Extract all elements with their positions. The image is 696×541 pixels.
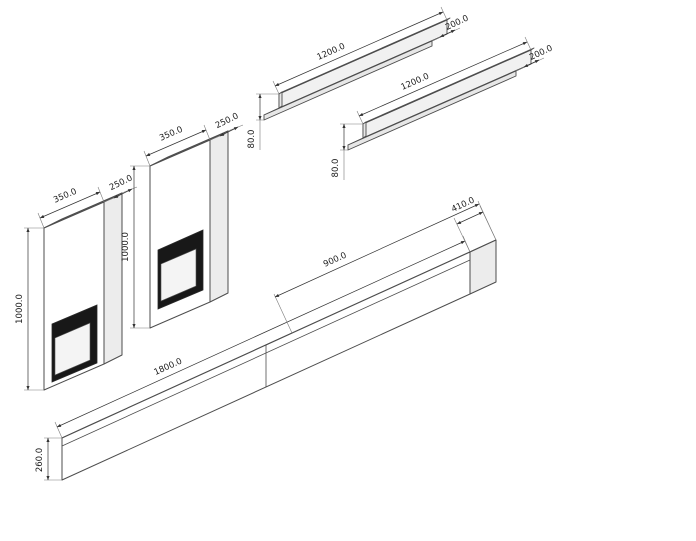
dimension-line-section	[274, 203, 480, 298]
extension-lines-depth	[453, 205, 497, 253]
dim-shelf-lower-length: 1200.0	[400, 72, 431, 93]
dim-tv-stand-section: 900.0	[322, 251, 348, 270]
dimension-line-width	[39, 191, 101, 219]
dim-shelf-lower-depth: 200.0	[528, 44, 554, 63]
extension-lines-height	[256, 93, 279, 150]
extension-lines-width	[37, 186, 105, 229]
cabinet-left-side-face	[103, 192, 123, 365]
extension-lines-height	[340, 123, 363, 180]
extension-lines-height	[24, 227, 44, 391]
dim-cabinet-left-height: 1000.0	[15, 294, 25, 324]
shelf-lower-board-edge	[347, 70, 517, 151]
dimension-line-depth	[439, 29, 456, 38]
cabinet-right-side-face	[209, 130, 229, 303]
dim-shelf-upper-depth: 200.0	[444, 14, 470, 33]
dim-tv-stand-depth: 410.0	[450, 196, 476, 215]
extension-lines-length	[272, 6, 448, 95]
cabinet-right: 1000.0 350.0 250.0	[121, 111, 244, 329]
tv-stand: 1800.0 900.0 410.0 260.0	[35, 196, 497, 481]
tv-stand-side-face	[469, 239, 497, 295]
dimension-line-width	[145, 129, 207, 157]
dim-shelf-lower-height: 80.0	[331, 159, 341, 178]
dim-tv-stand-length: 1800.0	[153, 356, 184, 377]
shelf-upper-back-panel	[278, 19, 448, 109]
extension-lines-height	[130, 165, 150, 329]
dimension-line-depth	[523, 59, 540, 68]
shelf-lower: 1200.0 200.0 80.0	[331, 36, 554, 180]
extension-lines-height	[44, 437, 62, 481]
dim-shelf-upper-height: 80.0	[247, 130, 257, 149]
shelf-upper: 1200.0 200.0 80.0	[247, 6, 470, 150]
dimension-line-length	[358, 41, 528, 117]
shelf-lower-end-cap	[362, 121, 367, 139]
dimension-line-depth	[219, 126, 239, 137]
shelf-upper-end-cap	[278, 91, 283, 109]
cabinet-left: 1000.0 350.0 250.0	[15, 173, 138, 391]
dim-cabinet-right-height: 1000.0	[121, 232, 131, 262]
extension-lines-length	[356, 36, 532, 125]
dim-tv-stand-height: 260.0	[35, 448, 45, 472]
dimension-line-depth	[113, 188, 133, 199]
dimension-line-depth	[456, 211, 484, 225]
extension-lines-width	[143, 124, 211, 167]
dim-shelf-upper-length: 1200.0	[316, 42, 347, 63]
